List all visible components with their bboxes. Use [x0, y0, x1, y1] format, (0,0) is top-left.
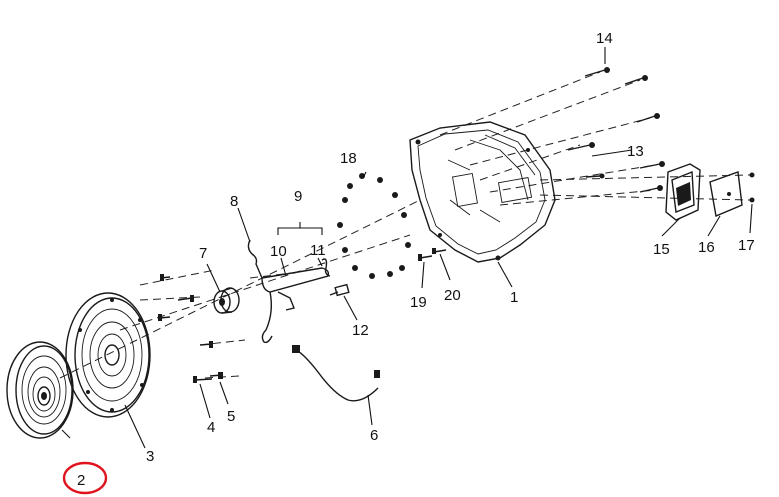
highlight-circle: [62, 461, 108, 495]
callout-4: 4: [207, 419, 215, 436]
callout-19: 19: [410, 294, 427, 311]
callout-11: 11: [310, 242, 326, 259]
part-dowels: [418, 248, 447, 261]
part-long-bolts: [567, 67, 665, 193]
callout-17: 17: [738, 237, 755, 254]
part-screws: [749, 172, 755, 203]
callout-8: 8: [230, 193, 238, 210]
part-plate: [709, 171, 743, 217]
part-pressure-plate: [65, 292, 151, 418]
callout-9: 9: [294, 188, 302, 205]
part-fitting: [329, 283, 350, 297]
part-bolt-ring: [337, 173, 411, 279]
callout-16: 16: [698, 239, 715, 256]
part-boot: [665, 163, 701, 221]
callout-6: 6: [370, 427, 378, 444]
callout-13: 13: [627, 143, 644, 160]
callout-2: 2: [77, 472, 85, 489]
part-bolts-4-5: [158, 274, 223, 383]
assembly-lines: [59, 71, 751, 379]
part-release-fork: [247, 239, 331, 344]
callout-7: 7: [199, 245, 207, 262]
leader-lines: [61, 47, 753, 449]
callout-12: 12: [352, 322, 369, 339]
part-hose: [292, 345, 380, 402]
callout-1: 1: [510, 289, 518, 306]
callout-14: 14: [596, 30, 613, 47]
callout-20: 20: [444, 287, 461, 304]
callout-labels: 1 2 3 4 5 6 7 8 9 10 11 12 13 14 15 16 1…: [77, 30, 755, 489]
part-release-bearing: [213, 287, 240, 314]
callout-5: 5: [227, 408, 235, 425]
callout-18: 18: [340, 150, 357, 167]
part-flexplate: [6, 341, 74, 439]
callout-3: 3: [146, 448, 154, 465]
part-bellhousing: [409, 121, 556, 263]
callout-10: 10: [270, 243, 287, 260]
callout-15: 15: [653, 241, 670, 258]
